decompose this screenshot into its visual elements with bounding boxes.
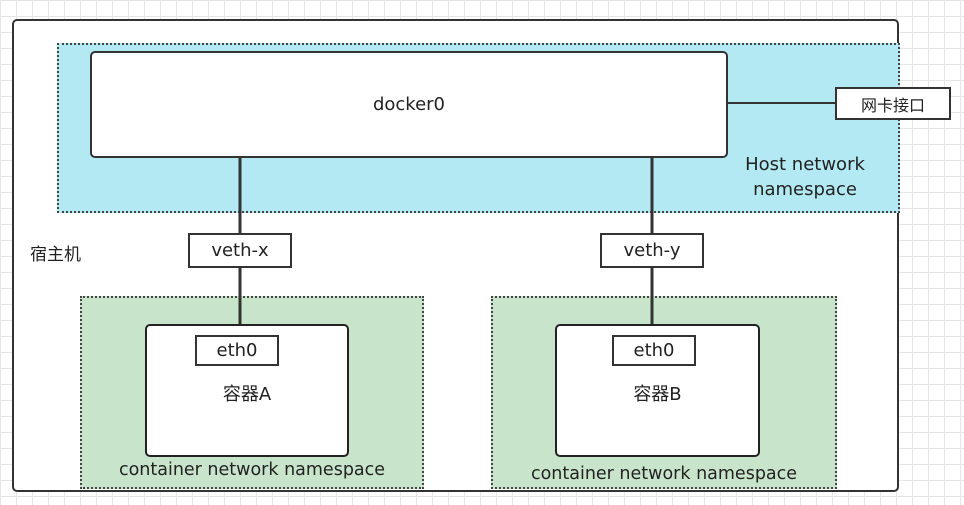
container-a-eth0-box: eth0 — [195, 335, 279, 366]
container-a-namespace-label: container network namespace — [118, 460, 386, 480]
host-machine-label: 宿主机 — [30, 245, 81, 265]
container-b-name: 容器B — [633, 384, 682, 405]
container-b-box — [555, 324, 760, 457]
nic-interface-label: 网卡接口 — [860, 95, 925, 115]
veth-x-label: veth-x — [211, 240, 269, 261]
host-namespace-label: Host network namespace — [745, 154, 865, 200]
container-b-eth0-label: eth0 — [633, 340, 675, 361]
docker0-label: docker0 — [372, 94, 446, 115]
veth-x-box: veth-x — [188, 233, 292, 268]
docker0-bridge: docker0 — [90, 51, 728, 158]
container-a-eth0-label: eth0 — [216, 340, 258, 361]
veth-y-box: veth-y — [600, 233, 704, 268]
container-b-namespace-label: container network namespace — [530, 464, 798, 484]
nic-interface-box: 网卡接口 — [835, 87, 951, 120]
container-a-name: 容器A — [222, 384, 272, 405]
veth-y-label: veth-y — [623, 240, 681, 261]
container-b-eth0-box: eth0 — [612, 335, 696, 366]
